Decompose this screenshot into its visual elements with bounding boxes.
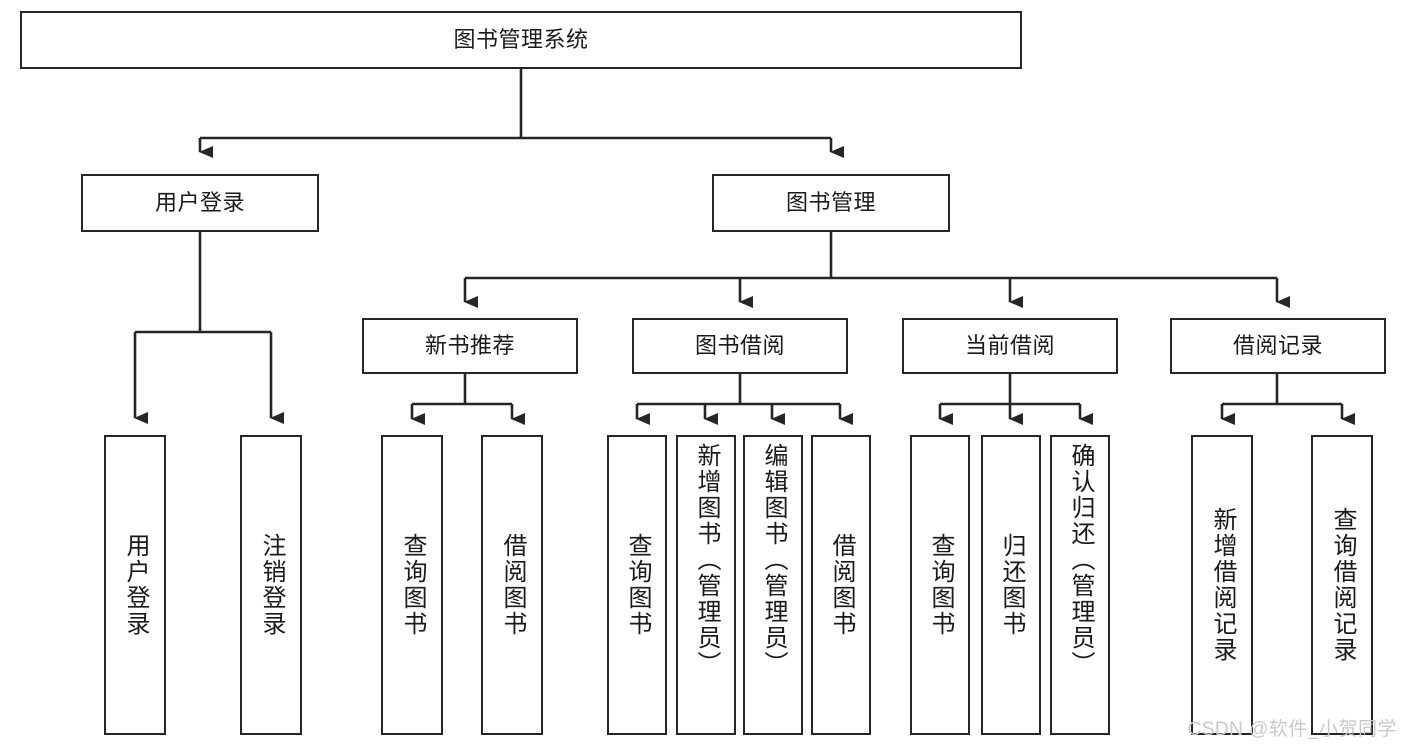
leaf-query-book-current[interactable]: 查询图书 [910,435,970,735]
node-label: 借阅记录 [1232,333,1323,358]
node-book-borrowing[interactable]: 图书借阅 [632,318,848,374]
node-label: 查询借阅记录 [1328,507,1356,663]
leaf-edit-book-admin[interactable]: 编辑图书（管理员） [743,435,803,735]
node-label: 新书推荐 [424,333,515,358]
node-label: 用户登录 [121,533,149,637]
leaf-query-book-recommendation[interactable]: 查询图书 [381,435,443,735]
leaf-logout-login[interactable]: 注销登录 [240,435,302,735]
leaf-add-book-admin[interactable]: 新增图书（管理员） [676,435,736,735]
node-label: 确认归还（管理员） [1066,443,1094,677]
node-new-book-recommendation[interactable]: 新书推荐 [362,318,578,374]
csdn-watermark: CSDN @软件_小贺同学 [1187,719,1397,740]
node-root-book-management-system[interactable]: 图书管理系统 [20,11,1022,69]
leaf-return-book[interactable]: 归还图书 [981,435,1041,735]
node-borrowing-record[interactable]: 借阅记录 [1170,318,1386,374]
node-label: 查询图书 [926,533,954,637]
node-label: 图书借阅 [694,333,785,358]
leaf-borrow-book-borrowing[interactable]: 借阅图书 [811,435,871,735]
leaf-query-book-borrowing[interactable]: 查询图书 [607,435,667,735]
node-label: 图书管理系统 [453,27,589,52]
node-label: 图书管理 [785,190,876,215]
node-label: 用户登录 [154,190,245,215]
node-label: 查询图书 [398,533,426,637]
node-label: 借阅图书 [827,533,855,637]
node-current-borrowing[interactable]: 当前借阅 [902,318,1118,374]
node-label: 查询图书 [623,533,651,637]
node-label: 编辑图书（管理员） [759,443,787,677]
leaf-add-borrowing-record[interactable]: 新增借阅记录 [1191,435,1253,735]
node-label: 新增图书（管理员） [692,443,720,677]
node-label: 新增借阅记录 [1208,507,1236,663]
node-user-login[interactable]: 用户登录 [81,174,319,232]
node-book-management[interactable]: 图书管理 [712,174,950,232]
leaf-confirm-return-admin[interactable]: 确认归还（管理员） [1050,435,1110,735]
leaf-user-login[interactable]: 用户登录 [104,435,166,735]
node-label: 归还图书 [997,533,1025,637]
node-label: 注销登录 [257,533,285,637]
node-label: 借阅图书 [498,533,526,637]
leaf-borrow-book-recommendation[interactable]: 借阅图书 [481,435,543,735]
node-label: 当前借阅 [964,333,1055,358]
leaf-query-borrowing-record[interactable]: 查询借阅记录 [1311,435,1373,735]
